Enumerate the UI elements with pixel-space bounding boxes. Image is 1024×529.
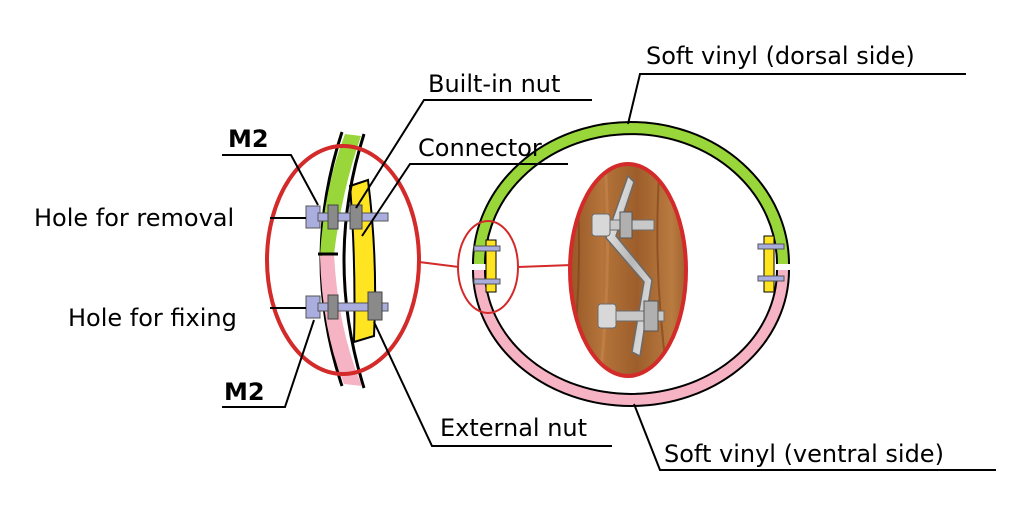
photo-callout-ellipse: [568, 162, 688, 378]
label-soft-vinyl-ventral: Soft vinyl (ventral side): [664, 440, 944, 468]
ventral-vinyl-band: [320, 254, 362, 386]
label-soft-vinyl-dorsal: Soft vinyl (dorsal side): [646, 42, 915, 70]
label-m2-top: M2: [228, 125, 269, 153]
joint-cross-section: [305, 131, 389, 389]
top-built-in-nut: [327, 204, 339, 230]
callout-link-left: [418, 261, 460, 268]
inner-wall: [342, 133, 366, 389]
left-joint-connector: [485, 239, 497, 293]
top-external-nut: [349, 204, 363, 230]
label-external-nut: External nut: [440, 414, 587, 442]
vinyl-ring: [472, 121, 790, 407]
bottom-built-in-nut: [327, 294, 339, 320]
ventral-ring-arc: [473, 269, 789, 406]
connector-photo: [570, 164, 686, 376]
detail-callout-ellipse: [265, 144, 421, 376]
label-connector: Connector: [418, 134, 542, 162]
bottom-external-nut: [367, 291, 383, 321]
label-hole-for-removal: Hole for removal: [34, 204, 234, 232]
right-joint-connector: [763, 235, 775, 293]
label-built-in-nut: Built-in nut: [428, 70, 560, 98]
label-m2-bottom: M2: [224, 378, 265, 406]
bottom-bolt-shaft: [317, 302, 389, 312]
dorsal-ring-arc: [473, 122, 789, 265]
callout-link-photo: [517, 264, 573, 268]
label-hole-for-fixing: Hole for fixing: [68, 304, 237, 332]
